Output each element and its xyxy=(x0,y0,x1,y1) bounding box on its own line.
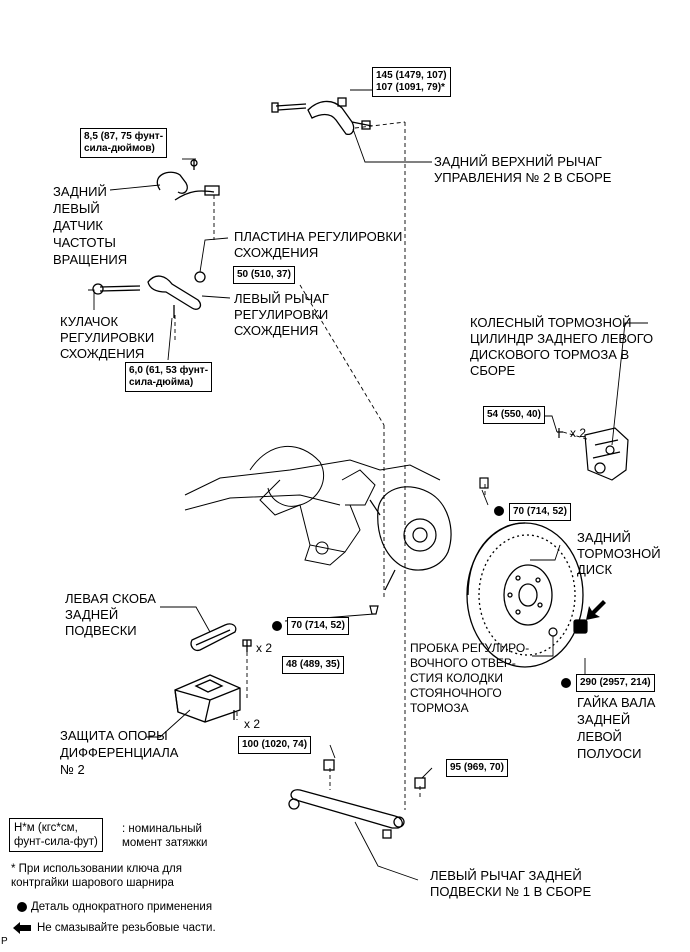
legend-arrow-icon xyxy=(13,922,31,934)
legend-unit-box: Н*м (кгс*см,фунт-сила-фут) xyxy=(9,818,103,852)
torque-box-toe-plate: 50 (510, 37) xyxy=(233,266,295,284)
legend-one-time-icon xyxy=(17,902,27,912)
wheel-cylinder-caliper xyxy=(557,427,629,481)
upper-control-arm-2 xyxy=(271,97,373,136)
torque-box-hub-upper: 70 (714, 52) xyxy=(509,503,571,521)
torque-box-axle-nut: 290 (2957, 214) xyxy=(576,674,655,692)
toe-adjusting-arm xyxy=(92,271,206,318)
plug-icon xyxy=(548,627,558,637)
one-time-use-marker xyxy=(272,621,282,631)
legend-no-grease: Не смазывайте резьбовые части. xyxy=(37,922,216,934)
corner-mark: P xyxy=(1,936,8,947)
qty-diff-support: x 2 xyxy=(244,717,261,731)
diff-support-protector xyxy=(174,674,241,723)
axle-nut xyxy=(573,619,588,634)
torque-box-toe-cam: 6,0 (61, 53 фунт-сила-дюйма) xyxy=(125,362,213,392)
speed-sensor xyxy=(156,159,220,201)
brake-disc xyxy=(466,522,584,668)
torque-box-bracket: 48 (489, 35) xyxy=(282,656,344,674)
torque-box-arm1-left: 100 (1020, 74) xyxy=(238,736,312,754)
torque-box-speed-sensor: 8,5 (87, 75 фунт-сила-дюймов) xyxy=(80,128,168,158)
label-plug: ПРОБКА РЕГУЛИРО-ВОЧНОГО ОТВЕР- СТИЯ КОЛО… xyxy=(410,641,530,715)
lower-arm-1 xyxy=(288,759,426,839)
no-grease-arrow-icon xyxy=(586,600,606,620)
assembly-line-toe-arm xyxy=(299,284,385,426)
qty-wheel-cyl: x 2 xyxy=(570,426,587,440)
torque-box-arm1-right: 95 (969, 70) xyxy=(446,759,508,777)
suspension-bracket xyxy=(190,623,252,652)
one-time-use-marker xyxy=(494,506,504,516)
knuckle-hub xyxy=(369,486,452,591)
one-time-use-marker xyxy=(561,678,571,688)
torque-box-upper-arm: 145 (1479, 107)107 (1091, 79)* xyxy=(372,67,451,97)
subframe xyxy=(184,446,441,566)
torque-box-hub-lower: 70 (714, 52) xyxy=(287,617,349,635)
torque-box-wheel-cyl: 54 (550, 40) xyxy=(483,406,545,424)
legend-one-time: Деталь однократного применения xyxy=(31,901,213,913)
qty-bracket: x 2 xyxy=(256,641,273,655)
leader-lines xyxy=(88,89,648,881)
